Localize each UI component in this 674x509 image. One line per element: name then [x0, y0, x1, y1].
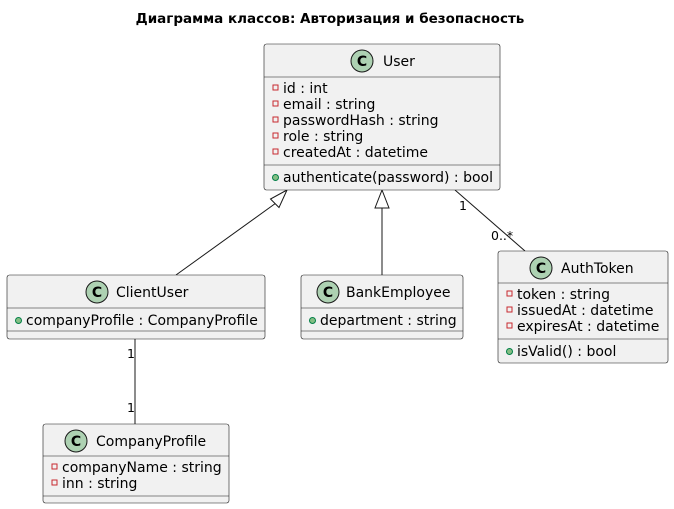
attribute: issuedAt : datetime [517, 303, 654, 319]
attribute: role : string [283, 129, 363, 145]
class-authtoken[interactable]: C AuthToken token : string issuedAt : da… [497, 250, 669, 364]
private-visibility-icon [272, 84, 279, 91]
class-badge-letter: C [92, 285, 102, 301]
attribute: companyProfile : CompanyProfile [26, 313, 258, 329]
class-user[interactable]: C User id : int email : string passwordH… [263, 43, 501, 191]
class-clientuser[interactable]: C ClientUser companyProfile : CompanyPro… [6, 274, 266, 340]
private-visibility-icon [272, 148, 279, 155]
inheritance-bankemployee-to-user [374, 188, 390, 275]
public-visibility-icon [309, 317, 316, 324]
attribute: passwordHash : string [283, 113, 439, 129]
public-visibility-icon [15, 317, 22, 324]
class-name: BankEmployee [346, 285, 451, 301]
class-name: AuthToken [561, 261, 634, 277]
class-badge-letter: C [536, 261, 546, 277]
association-clientuser-companyprofile: 1 1 [127, 339, 136, 424]
attribute: createdAt : datetime [283, 145, 428, 161]
attribute: companyName : string [62, 460, 222, 476]
class-badge-icon [85, 280, 109, 304]
class-bankemployee[interactable]: C BankEmployee department : string [300, 274, 464, 340]
multiplicity-user-side: 1 [459, 198, 467, 213]
public-visibility-icon [272, 174, 279, 181]
attribute: inn : string [62, 476, 137, 492]
private-visibility-icon [272, 116, 279, 123]
attribute: email : string [283, 97, 375, 113]
class-companyprofile[interactable]: C CompanyProfile companyName : string in… [42, 423, 230, 504]
private-visibility-icon [506, 322, 513, 329]
inheritance-clientuser-to-user [175, 188, 289, 276]
attribute: expiresAt : datetime [517, 319, 659, 335]
class-badge-icon [529, 256, 553, 280]
multiplicity-token-side: 0..* [491, 228, 513, 243]
class-badge-icon [316, 280, 340, 304]
public-visibility-icon [506, 348, 513, 355]
inheritance-arrowhead [374, 188, 390, 209]
method: isValid() : bool [517, 344, 616, 360]
class-badge-icon [64, 429, 88, 453]
class-badge-icon [350, 49, 374, 73]
class-badge-letter: C [71, 434, 81, 450]
class-name: CompanyProfile [96, 434, 206, 450]
attribute: token : string [517, 287, 610, 303]
class-badge-letter: C [323, 285, 333, 301]
class-name: ClientUser [116, 285, 189, 301]
class-badge-letter: C [357, 54, 367, 70]
attribute: department : string [320, 313, 457, 329]
class-name: User [383, 54, 415, 70]
attribute: id : int [283, 81, 328, 97]
private-visibility-icon [51, 463, 58, 470]
diagram-title: Диаграмма классов: Авторизация и безопас… [136, 11, 525, 27]
private-visibility-icon [506, 290, 513, 297]
method: authenticate(password) : bool [283, 170, 493, 186]
association-user-authtoken: 1 0..* [454, 189, 526, 252]
inheritance-arrowhead [269, 188, 289, 209]
multiplicity-client-side: 1 [127, 346, 135, 361]
private-visibility-icon [506, 306, 513, 313]
private-visibility-icon [272, 132, 279, 139]
private-visibility-icon [51, 479, 58, 486]
multiplicity-company-side: 1 [127, 400, 135, 415]
private-visibility-icon [272, 100, 279, 107]
